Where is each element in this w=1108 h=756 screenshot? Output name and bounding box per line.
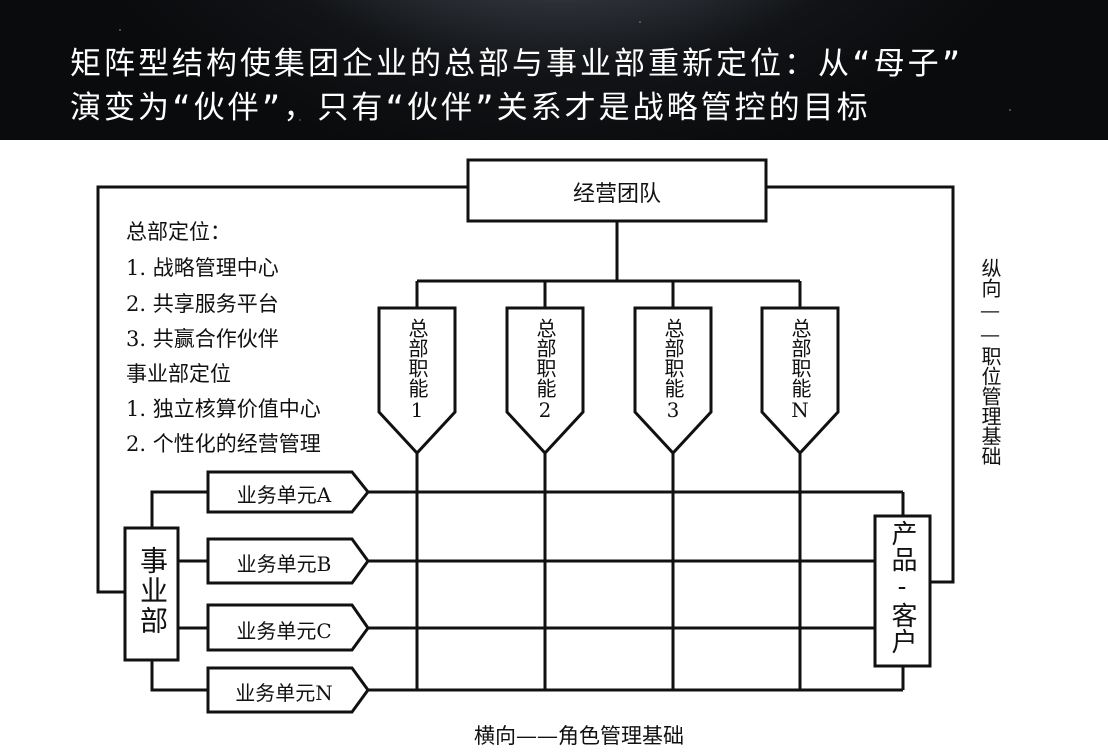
title-banner: 矩阵型结构使集团企业的总部与事业部重新定位：从“母子” 演变为“伙伴”，只有“伙… (0, 0, 1108, 140)
slide-title-line-1: 矩阵型结构使集团企业的总部与事业部重新定位：从“母子” (70, 46, 964, 82)
function-label-2: 总部职能2 (533, 318, 557, 422)
horizontal-axis-label: 横向——角色管理基础 (474, 724, 684, 748)
function-label-3: 总部职能3 (661, 318, 685, 422)
team-label: 经营团队 (572, 182, 661, 207)
product-customer-label: 产品-客户 (887, 520, 917, 654)
unit-box-n (206, 666, 370, 714)
left-connector (96, 185, 468, 594)
unit-label-c: 业务单元C (236, 619, 332, 643)
slide-title-line-2: 演变为“伙伴”，只有“伙伴”关系才是战略管控的目标 (70, 90, 871, 126)
function-box-n (760, 306, 840, 456)
bu-item-1: 1. 独立核算价值中心 (126, 397, 321, 421)
bu-heading: 事业部定位 (126, 362, 231, 386)
unit-box-c (206, 603, 370, 652)
unit-box-a (206, 470, 370, 514)
team-box (466, 158, 768, 223)
function-box-3 (633, 306, 713, 456)
bu-item-2: 2. 个性化的经营管理 (126, 432, 321, 456)
vertical-axis-label: 纵向——职位管理基础 (978, 258, 1002, 466)
right-connector (766, 185, 955, 584)
division-label: 事业部 (136, 546, 169, 636)
division-box (123, 526, 180, 662)
unit-label-b: 业务单元B (236, 552, 332, 576)
hq-heading: 总部定位： (126, 220, 231, 244)
unit-box-b (206, 537, 370, 585)
product-customer-box (873, 514, 932, 668)
unit-label-a: 业务单元A (236, 483, 332, 507)
function-box-1 (377, 306, 457, 456)
function-label-1: 总部职能1 (405, 318, 429, 422)
hq-item-3: 3. 共赢合作伙伴 (126, 327, 279, 351)
function-box-2 (505, 306, 585, 456)
hq-item-2: 2. 共享服务平台 (126, 292, 279, 316)
unit-label-n: 业务单元N (235, 681, 333, 705)
hq-item-1: 1. 战略管理中心 (126, 256, 279, 280)
star-background (0, 0, 1108, 140)
function-label-n: 总部职能N (788, 318, 812, 422)
